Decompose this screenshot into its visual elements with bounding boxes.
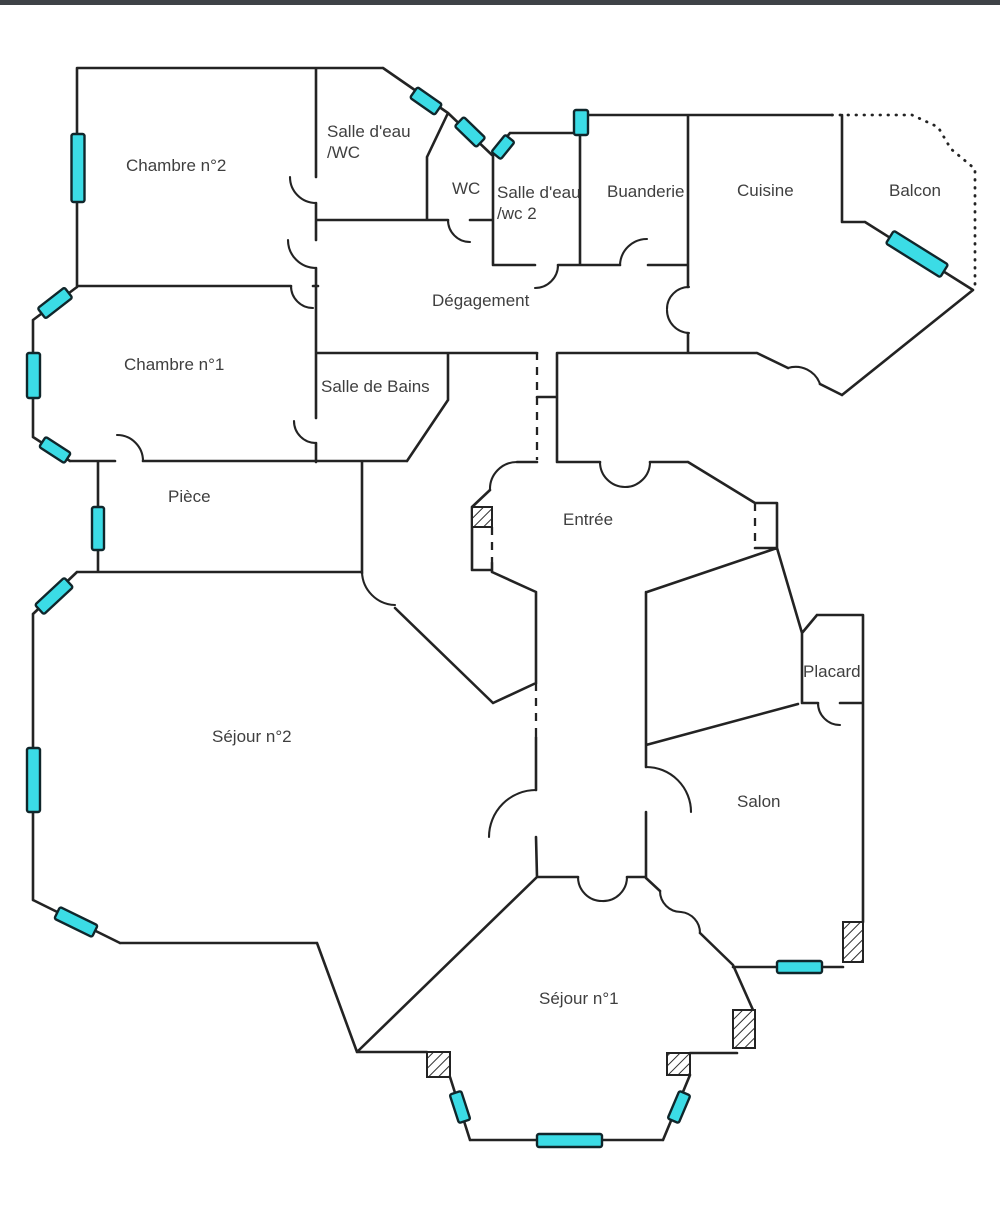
- room-label-sejour1: Séjour n°1: [539, 989, 619, 1008]
- window-marker: [667, 1090, 691, 1124]
- room-label-salle-eau-wc: Salle d'eau: [327, 122, 411, 141]
- window-marker: [25, 351, 42, 400]
- window-marker: [535, 1132, 604, 1149]
- room-label-entree: Entrée: [563, 510, 613, 529]
- room-label-degagement: Dégagement: [432, 291, 530, 310]
- window-marker: [53, 906, 99, 938]
- dotted-boundary-line: [830, 113, 977, 292]
- window-marker: [885, 230, 949, 278]
- window-marker: [454, 116, 486, 148]
- door-arcs-layer: [115, 175, 842, 935]
- window-marker: [37, 287, 73, 319]
- room-label-salon: Salon: [737, 792, 780, 811]
- window-marker: [70, 132, 86, 204]
- window-marker: [25, 746, 42, 814]
- window-marker: [572, 108, 590, 137]
- room-label-placard: Placard: [803, 662, 861, 681]
- room-label-chambre2: Chambre n°2: [126, 156, 226, 175]
- hatched-pillar: [732, 1009, 756, 1049]
- room-label-salle-eau-wc: /WC: [327, 143, 360, 162]
- room-label-balcon: Balcon: [889, 181, 941, 200]
- window-marker: [38, 436, 72, 464]
- room-label-salle-eau-wc2: /wc 2: [497, 204, 537, 223]
- dashed-openings-layer: [490, 352, 757, 737]
- room-label-salle-de-bains: Salle de Bains: [321, 377, 430, 396]
- room-label-chambre1: Chambre n°1: [124, 355, 224, 374]
- window-marker: [491, 134, 515, 160]
- balcony-dotted-boundary: [830, 113, 977, 292]
- hatched-pillar: [666, 1052, 691, 1076]
- room-label-sejour2: Séjour n°2: [212, 727, 292, 746]
- hatched-pillar: [842, 921, 864, 963]
- window-marker: [90, 505, 106, 552]
- pillars-layer: [426, 506, 864, 1078]
- room-label-piece: Pièce: [168, 487, 211, 506]
- room-label-salle-eau-wc2: Salle d'eau: [497, 183, 581, 202]
- room-label-cuisine: Cuisine: [737, 181, 794, 200]
- window-markers-layer: [25, 86, 949, 1149]
- window-marker: [775, 959, 824, 975]
- hatched-pillar: [471, 506, 493, 528]
- window-marker: [409, 86, 443, 116]
- window-marker: [34, 577, 74, 615]
- room-labels-layer: Chambre n°2 Salle d'eau /WC WC Salle d'e…: [124, 122, 941, 1008]
- dashed-opening: [490, 352, 757, 737]
- window-marker: [448, 1090, 472, 1124]
- room-label-wc: WC: [452, 179, 480, 198]
- walls-layer: [31, 66, 975, 1142]
- wall-lines: [31, 66, 975, 1142]
- room-label-buanderie: Buanderie: [607, 182, 685, 201]
- hatched-pillar: [426, 1051, 451, 1078]
- top-border-bar: [0, 0, 1000, 5]
- door-arc: [115, 175, 842, 935]
